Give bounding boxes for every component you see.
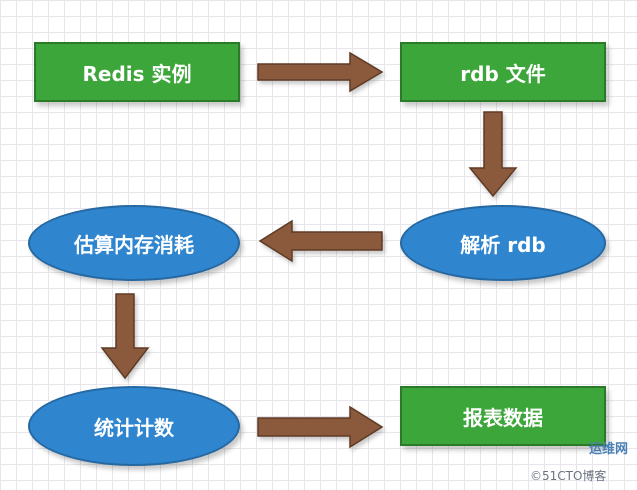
- watermark-logo: 运维网: [588, 442, 628, 457]
- node-redis-instance: Redis 实例: [34, 42, 240, 102]
- node-estimate-memory: 估算内存消耗: [28, 205, 240, 281]
- arrow-left-parse-to-estimate: [258, 219, 383, 263]
- node-report-data-label: 报表数据: [463, 405, 543, 430]
- watermark: 运维网 ©51CTO博客: [528, 440, 634, 486]
- node-redis-instance-label: Redis 实例: [82, 61, 192, 86]
- arrow-down-estimate-to-stats: [100, 293, 150, 380]
- node-rdb-file-label: rdb 文件: [460, 61, 546, 86]
- arrow-right-redis-to-rdb: [257, 51, 384, 93]
- watermark-text: ©51CTO博客: [530, 469, 607, 483]
- node-statistics-label: 统计计数: [94, 415, 174, 440]
- node-parse-rdb: 解析 rdb: [400, 205, 606, 281]
- arrow-down-rdb-to-parse: [468, 111, 518, 198]
- node-parse-rdb-label: 解析 rdb: [460, 232, 546, 257]
- node-estimate-memory-label: 估算内存消耗: [74, 232, 194, 257]
- arrow-right-stats-to-report: [257, 405, 384, 449]
- node-statistics: 统计计数: [28, 386, 240, 466]
- node-rdb-file: rdb 文件: [400, 42, 606, 102]
- node-report-data: 报表数据: [400, 386, 606, 446]
